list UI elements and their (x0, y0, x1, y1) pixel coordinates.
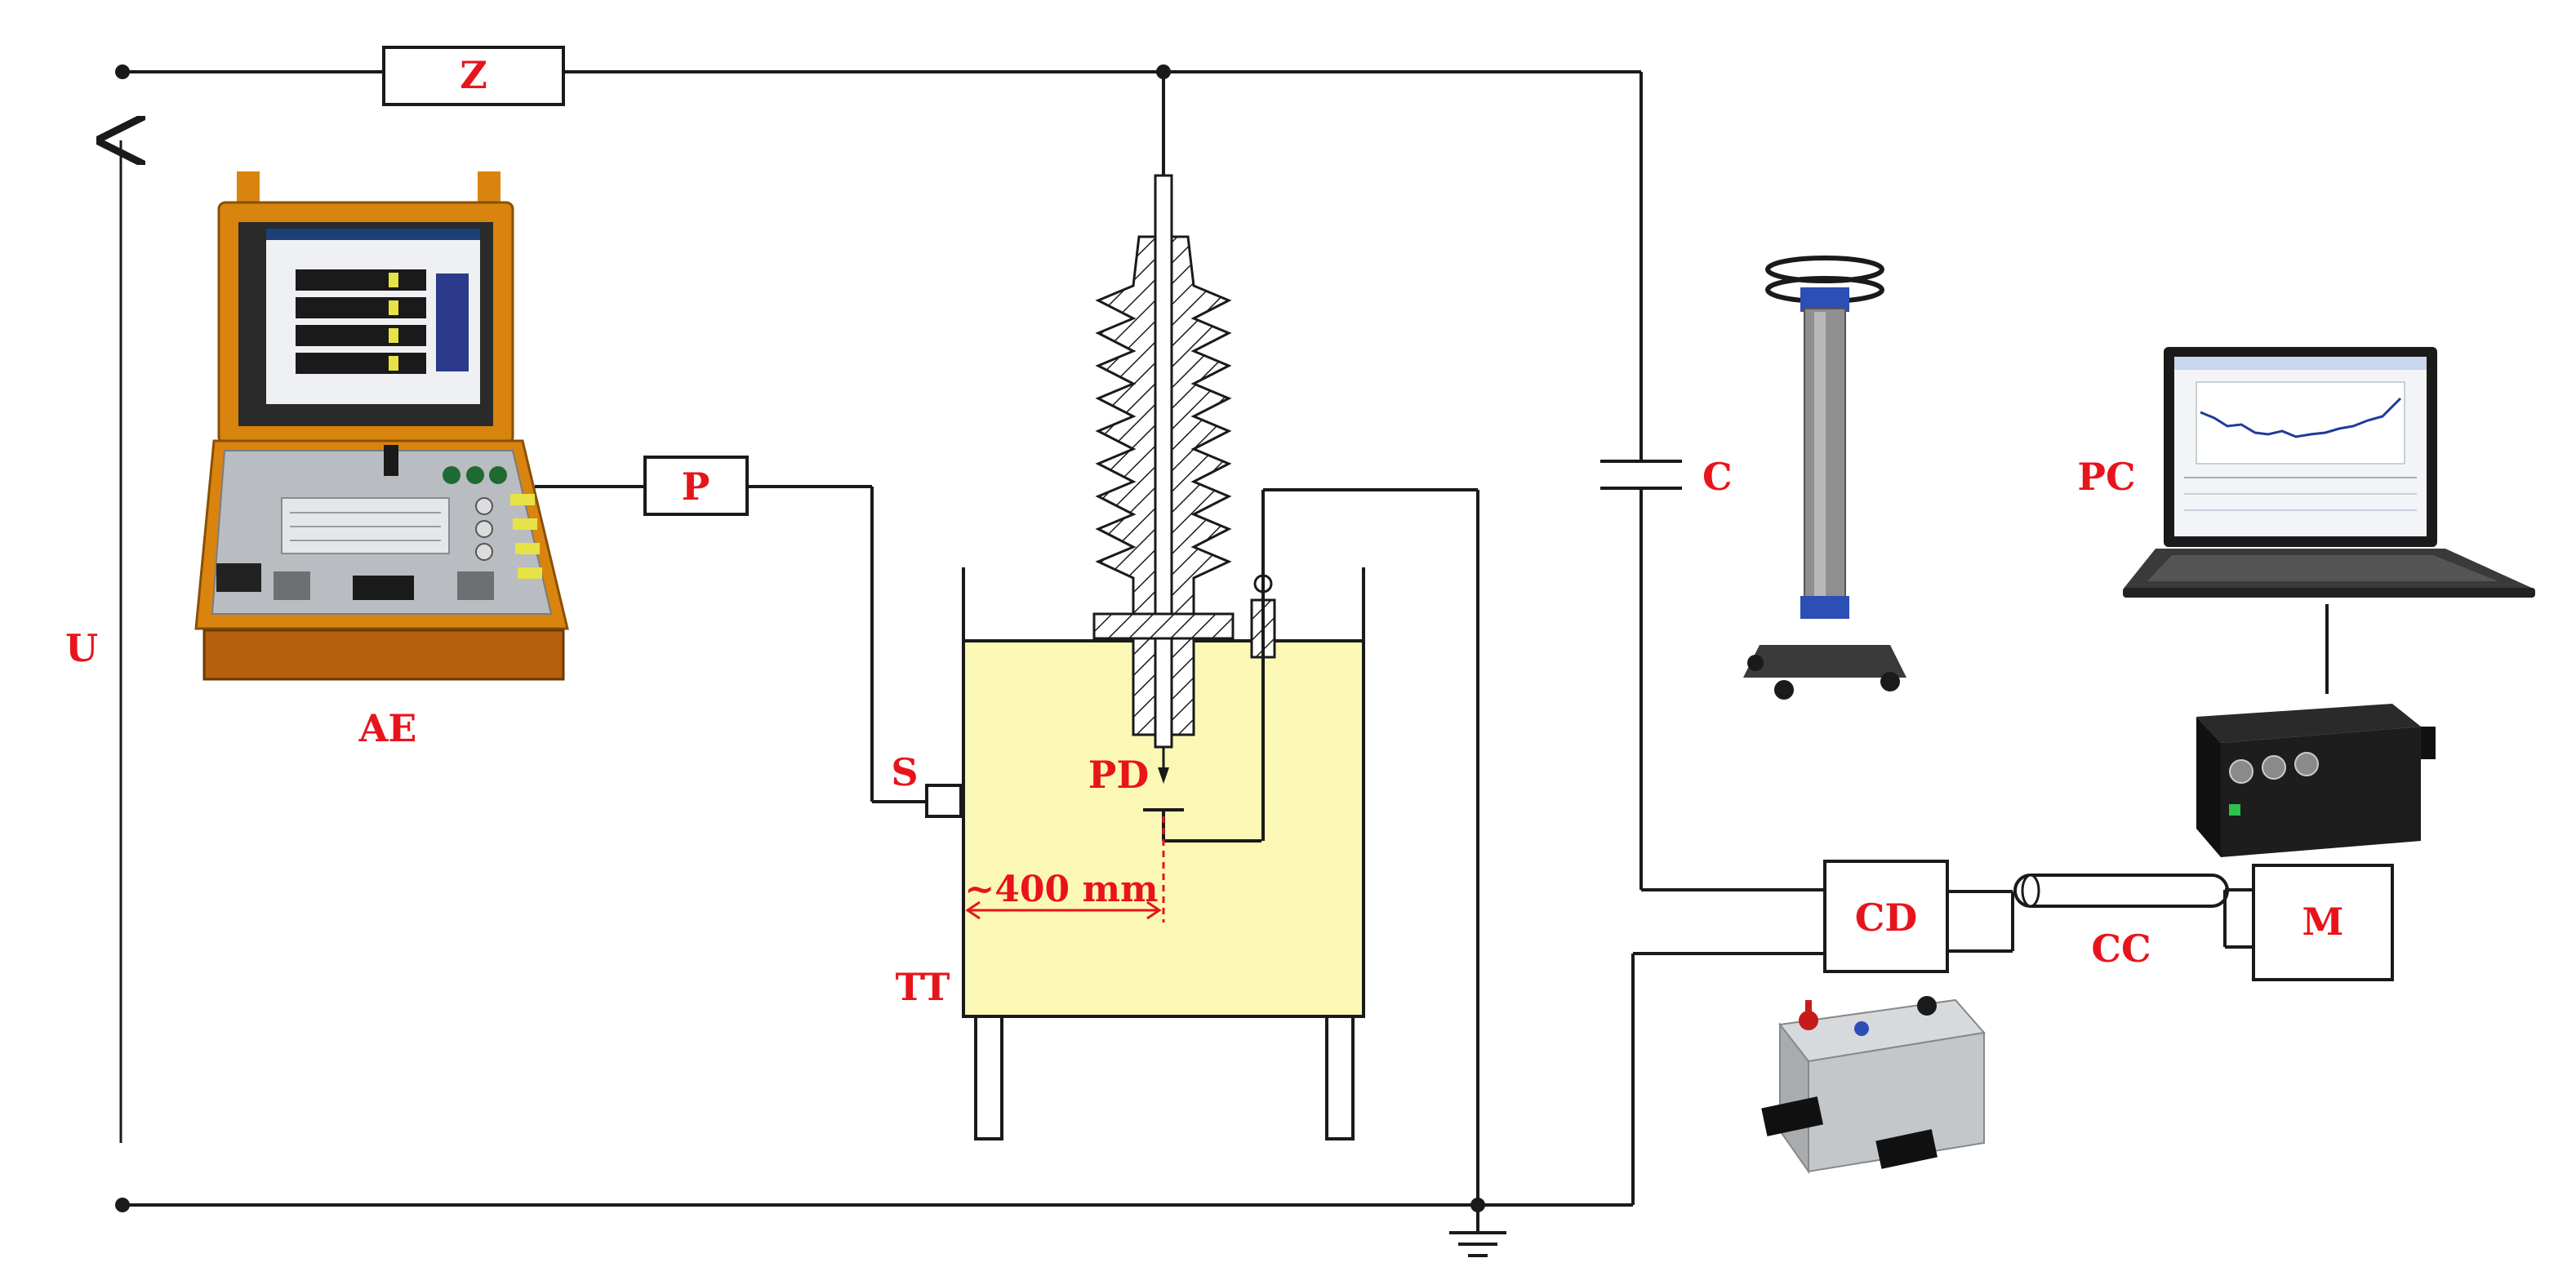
label-c: C (1702, 455, 1733, 499)
laptop-icon: PC (2077, 347, 2535, 598)
test-tank-tt: TT (896, 567, 1365, 1140)
label-ae: AE (358, 706, 417, 750)
hv-bushing: PD (1088, 174, 1261, 843)
impedance-z: Z (382, 46, 565, 106)
coupling-device-cd: CD (1823, 860, 2014, 973)
distance-annotation: ~400 mm (964, 816, 1165, 923)
label-p: P (682, 465, 710, 509)
acoustic-emission-instrument-icon: AE (194, 171, 569, 750)
acoustic-sensor-s (925, 784, 963, 818)
preamplifier-p (643, 456, 749, 516)
ground-symbol-icon (1449, 1205, 1506, 1257)
label-u: U (65, 626, 98, 670)
label-tt: TT (896, 965, 950, 1009)
label-z: Z (460, 53, 487, 97)
label-distance: ~400 mm (964, 869, 1158, 910)
measuring-instrument-m: M (2252, 864, 2394, 981)
label-pc: PC (2077, 455, 2135, 499)
coupling-capacitor-c: C (1600, 72, 1825, 891)
coaxial-cable-cc: CC (2013, 874, 2253, 971)
top-hv-line (115, 64, 1641, 176)
label-cc: CC (2091, 927, 2151, 971)
label-cd: CD (1855, 896, 1918, 940)
coupling-device-icon (1761, 996, 1986, 1175)
pd-detector-box-icon (2196, 704, 2436, 857)
sensor-cable: P S (535, 456, 963, 818)
label-pd: PD (1088, 753, 1149, 797)
label-s: S (891, 750, 918, 794)
coupling-capacitor-icon (1743, 256, 1906, 700)
ground-feedthrough (1250, 488, 1479, 1205)
label-m: M (2302, 900, 2344, 944)
voltage-arrow-u: U (65, 140, 121, 1143)
